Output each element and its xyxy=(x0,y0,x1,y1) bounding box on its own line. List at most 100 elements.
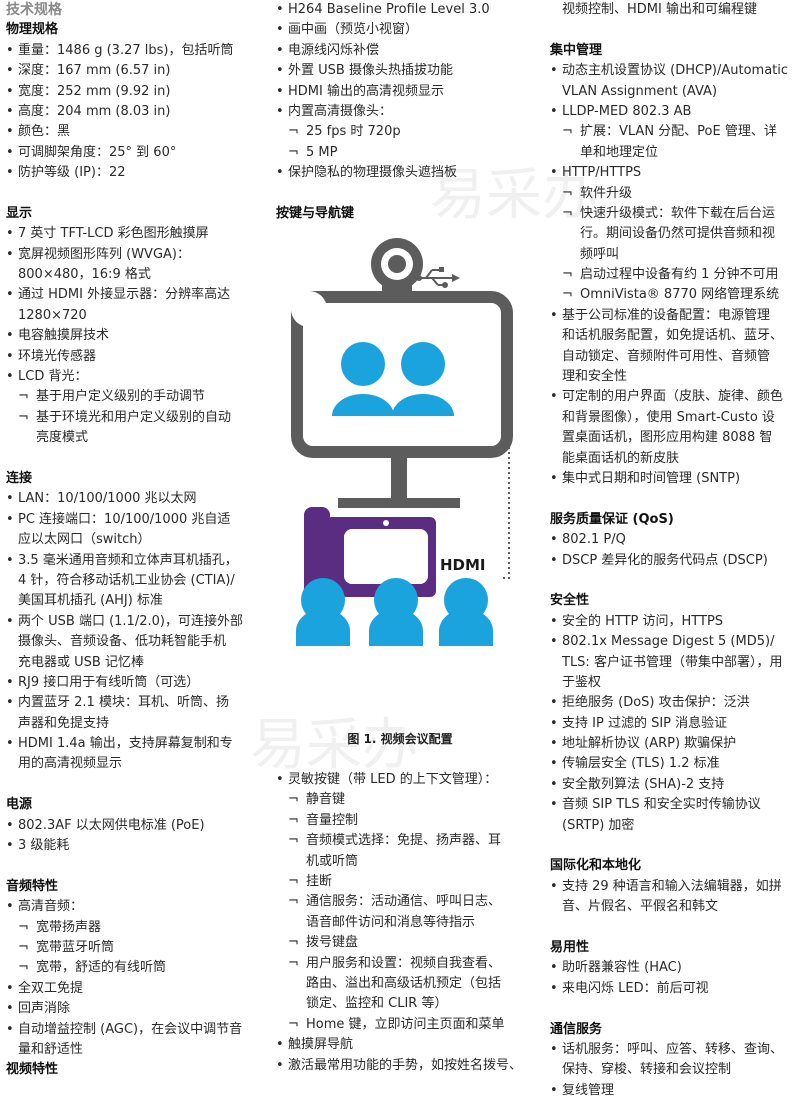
spec-subitem: 扩展：VLAN 分配、PoE 管理、详 xyxy=(550,122,796,142)
section-heading-security: 安全性 xyxy=(550,593,590,609)
spec-subitem: 宽带蓝牙听筒 xyxy=(6,938,248,958)
spec-subitem: OmniVista® 8770 网络管理系统 xyxy=(550,285,796,305)
figure-illustration: HDMI xyxy=(291,238,513,646)
spec-item: 通过 HDMI 外接显示器：分辨率高达 xyxy=(6,285,248,305)
spec-item-cont: 应以太网口（switch） xyxy=(18,532,151,548)
spec-subitem: 基于环境光和用户定义级别的自动 xyxy=(6,408,248,428)
spec-item: 来电闪烁 LED：前后可视 xyxy=(550,979,796,999)
spec-item: 地址解析协议 (ARP) 欺骗保护 xyxy=(550,734,796,754)
spec-subitem-cont: 锁定、监控和 CLIR 等） xyxy=(306,996,448,1012)
spec-item: 安全散列算法 (SHA)-2 支持 xyxy=(550,775,796,795)
spec-subitem-cont: 机或听筒 xyxy=(306,853,359,869)
spec-item: 颜色：黑 xyxy=(6,122,248,142)
spec-item: 外置 USB 摄像头热插拔功能 xyxy=(276,61,524,81)
column-right: 视频控制、HDMI 输出和可编程键 集中管理 动态主机设置协议 (DHCP)/A… xyxy=(550,0,796,1101)
spec-item: 两个 USB 端口 (1.1/2.0)，可连接外部 xyxy=(6,612,248,632)
spec-subitem-cont: 频呼叫 xyxy=(580,246,620,262)
spec-item: LLDP-MED 802.3 AB xyxy=(550,102,796,122)
spec-item: 安全的 HTTP 访问，HTTPS xyxy=(550,612,796,632)
spec-item: 内置蓝牙 2.1 模块：耳机、听筒、扬 xyxy=(6,693,248,713)
spec-item-cont: 美国耳机插孔 (AHJ) 标准 xyxy=(18,593,163,609)
spec-item: RJ9 接口用于有线听筒（可选） xyxy=(6,673,248,693)
spec-item-cont: 1280×720 xyxy=(18,307,87,323)
spec-item: 灵敏按键（带 LED 的上下文管理）： xyxy=(276,770,524,790)
spec-item: 7 英寸 TFT-LCD 彩色图形触摸屏 xyxy=(6,224,248,244)
spec-item: 触摸屏导航 xyxy=(276,1035,524,1055)
section-heading-power: 电源 xyxy=(6,797,33,813)
spec-item: 回声消除 xyxy=(6,999,248,1019)
spec-item-cont: 量和舒适性 xyxy=(18,1041,84,1057)
spec-item: 基于公司标准的设备配置：电源管理 xyxy=(550,306,796,326)
video-conference-figure: HDMI xyxy=(276,236,524,646)
section-heading-comm-services: 通信服务 xyxy=(550,1021,603,1037)
spec-item: 3 级能耗 xyxy=(6,836,248,856)
monitor-frame xyxy=(291,291,513,458)
phone-icon xyxy=(304,507,436,597)
spec-item-cont: 置桌面话机，图形应用构建 8088 智 xyxy=(562,430,773,446)
spec-item: 可调脚架角度：25° 到 60° xyxy=(6,143,248,163)
spec-item-cont: 理和安全性 xyxy=(562,369,628,385)
section-heading-qos: 服务质量保证 (QoS) xyxy=(550,511,674,527)
spec-item-cont: 4 针，符合移动话机工业协会 (CTIA)/ xyxy=(18,572,235,588)
monitor-base xyxy=(338,498,460,508)
spec-item: 内置高清摄像头： xyxy=(276,102,524,122)
spec-item: HDMI 输出的高清视频显示 xyxy=(276,82,524,102)
spec-item: 电源线闪烁补偿 xyxy=(276,41,524,61)
spec-subitem: 5 MP xyxy=(276,143,524,163)
spec-item: 环境光传感器 xyxy=(6,347,248,367)
monitor-stand xyxy=(391,457,407,503)
spec-item: 可定制的用户界面（皮肤、旋律、颜色 xyxy=(550,387,796,407)
spec-item: 动态主机设置协议 (DHCP)/Automatic xyxy=(550,61,796,81)
spec-item-cont: 保持、穿梭、转接和会议控制 xyxy=(562,1062,732,1078)
spec-item: LCD 背光： xyxy=(6,367,248,387)
spec-item-cont: 视频控制、HDMI 输出和可编程键 xyxy=(562,2,757,17)
figure-caption: 图 1. 视频会议配置 xyxy=(347,732,453,747)
column-middle: H264 Baseline Profile Level 3.0 画中画（预览小视… xyxy=(276,0,524,1076)
spec-item: 激活最常用功能的手势，如按姓名拨号、 xyxy=(276,1056,524,1076)
monitor-corner xyxy=(291,291,327,327)
spec-item-cont: 800×480，16:9 格式 xyxy=(18,267,151,283)
spec-item: HTTP/HTTPS xyxy=(550,163,796,183)
spec-item-cont: 于鉴权 xyxy=(562,674,602,690)
spec-item: 重量：1486 g (3.27 lbs)，包括听筒 xyxy=(6,41,248,61)
spec-item-cont: 和话机服务配置，如免提话机、蓝牙、 xyxy=(562,328,784,344)
spec-item-cont: 音、片假名、平假名和韩文 xyxy=(562,899,719,915)
spec-subitem-cont: 亮度模式 xyxy=(36,430,89,446)
spec-subitem: 音量控制 xyxy=(276,811,524,831)
spec-item-cont: 能桌面话机的新皮肤 xyxy=(562,450,680,466)
spec-item-cont: 用的高清视频显示 xyxy=(18,756,123,772)
spec-subitem-cont: 单和地理定位 xyxy=(580,144,659,160)
spec-item-cont: 充电器或 USB 记忆棒 xyxy=(18,654,144,670)
spec-item: 画中画（预览小视窗） xyxy=(276,20,524,40)
spec-item: 防护等级 (IP)：22 xyxy=(6,163,248,183)
spec-item: 3.5 毫米通用音频和立体声耳机插孔， xyxy=(6,551,248,571)
spec-item: 传输层安全 (TLS) 1.2 标准 xyxy=(550,754,796,774)
section-heading-keys: 按键与导航键 xyxy=(276,205,355,221)
section-heading-display: 显示 xyxy=(6,205,33,221)
hdmi-logo: HDMI xyxy=(440,556,486,574)
spec-subitem: 通信服务：活动通信、呼叫日志、 xyxy=(276,892,524,912)
spec-item: 深度：167 mm (6.57 in) xyxy=(6,61,248,81)
spec-subitem: Home 键，立即访问主页面和菜单 xyxy=(276,1015,524,1035)
section-heading-video: 视频特性 xyxy=(6,1062,59,1078)
person-icon xyxy=(439,578,493,646)
person-icon xyxy=(392,342,454,416)
spec-item: 自动增益控制 (AGC)，在会议中调节音 xyxy=(6,1020,248,1040)
spec-subitem: 软件升级 xyxy=(550,184,796,204)
spec-subitem: 静音键 xyxy=(276,790,524,810)
spec-subitem: 音频模式选择：免提、扬声器、耳 xyxy=(276,831,524,851)
person-icon xyxy=(369,578,423,646)
section-heading-central-management: 集中管理 xyxy=(550,42,603,58)
spec-subitem-cont: 路由、溢出和高级话机预定（包括 xyxy=(306,975,502,991)
spec-item: H264 Baseline Profile Level 3.0 xyxy=(276,0,524,20)
spec-subitem: 挂断 xyxy=(276,872,524,892)
spec-item-cont: VLAN Assignment (AVA) xyxy=(562,83,718,99)
spec-item-cont: 声器和免提支持 xyxy=(18,715,110,731)
spec-subitem: 拨号键盘 xyxy=(276,933,524,953)
spec-subitem: 宽带扬声器 xyxy=(6,918,248,938)
spec-item: 助听器兼容性 (HAC) xyxy=(550,958,796,978)
page-title: 技术规格 xyxy=(6,2,62,18)
spec-item-cont: 摄像头、音频设备、低功耗智能手机 xyxy=(18,634,227,650)
spec-subitem: 宽带，舒适的有线听筒 xyxy=(6,958,248,978)
spec-subitem: 启动过程中设备有约 1 分钟不可用 xyxy=(550,265,796,285)
